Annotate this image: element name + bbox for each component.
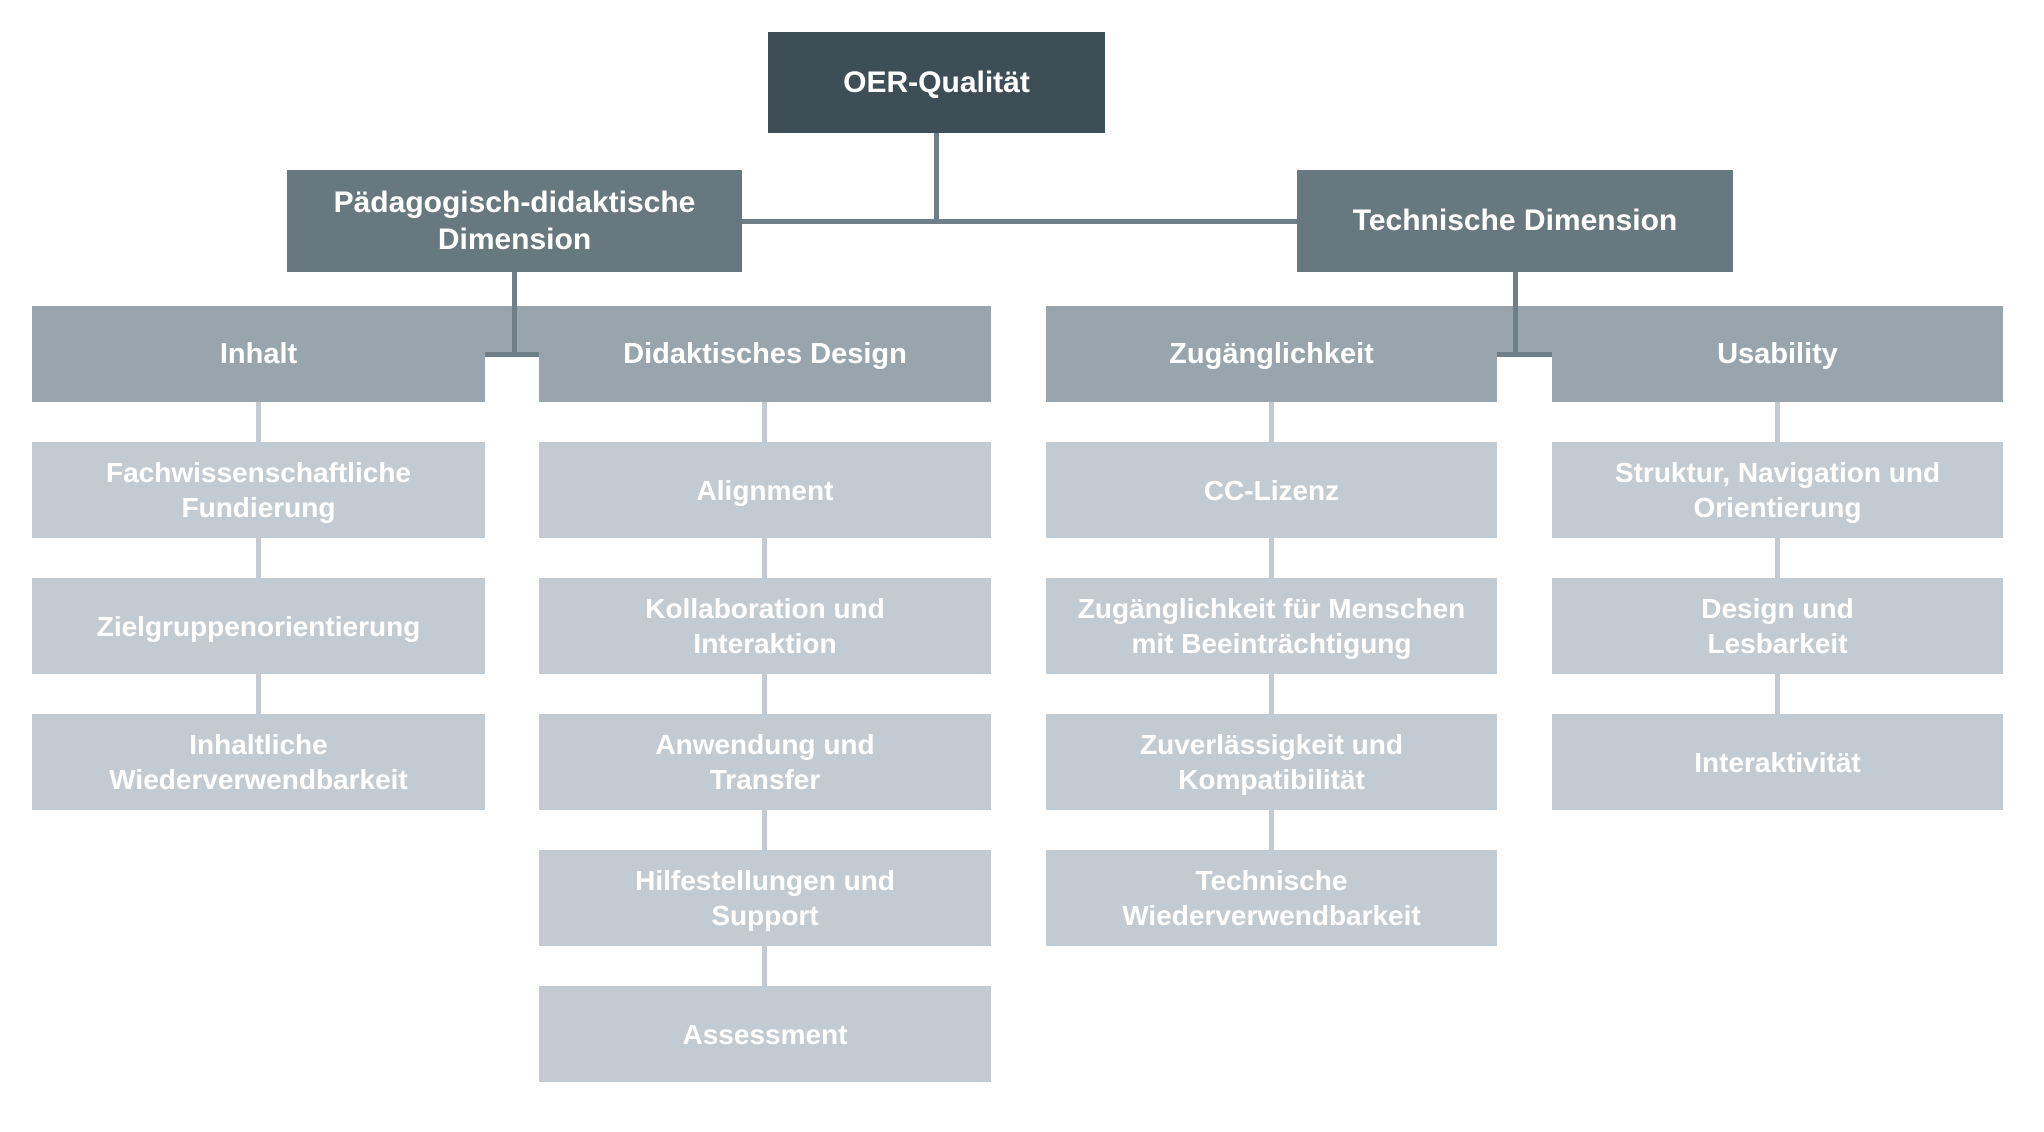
connector-column-usability: [1775, 402, 1780, 714]
dimension-node-technisch: Technische Dimension: [1297, 170, 1733, 272]
item-node-zugaenglichkeit-beeintraechtigung: Zugänglichkeit für Menschen mit Beeinträ…: [1046, 578, 1497, 674]
category-node-usability: Usability: [1552, 306, 2003, 402]
item-node-zuverlaessigkeit-kompatibilitaet: Zuverlässigkeit und Kompatibilität: [1046, 714, 1497, 810]
item-node-assessment: Assessment: [539, 986, 991, 1082]
category-node-inhalt: Inhalt: [32, 306, 485, 402]
connector-technisch-vertical: [1513, 272, 1518, 357]
category-node-didaktisches-design: Didaktisches Design: [539, 306, 991, 402]
connector-column-didaktisch: [762, 402, 767, 986]
item-node-fachwissenschaftliche-fundierung: Fachwissenschaftliche Fundierung: [32, 442, 485, 538]
item-node-anwendung-transfer: Anwendung und Transfer: [539, 714, 991, 810]
root-node-oer-qualitaet: OER-Qualität: [768, 32, 1105, 133]
item-node-zielgruppenorientierung: Zielgruppenorientierung: [32, 578, 485, 674]
item-node-alignment: Alignment: [539, 442, 991, 538]
connector-root-vertical: [934, 133, 939, 224]
connector-paedagogisch-vertical: [512, 272, 517, 357]
item-node-struktur-navigation-orientierung: Struktur, Navigation und Orientierung: [1552, 442, 2003, 538]
connector-technisch-horizontal: [1495, 352, 1554, 357]
item-node-kollaboration-interaktion: Kollaboration und Interaktion: [539, 578, 991, 674]
connector-dimensions-horizontal: [742, 219, 1297, 224]
item-node-interaktivitaet: Interaktivität: [1552, 714, 2003, 810]
dimension-node-paedagogisch-didaktisch: Pädagogisch-didaktische Dimension: [287, 170, 742, 272]
category-node-zugaenglichkeit: Zugänglichkeit: [1046, 306, 1497, 402]
connector-bridge-paedagogisch: [483, 306, 540, 357]
item-node-hilfestellungen-support: Hilfestellungen und Support: [539, 850, 991, 946]
item-node-design-lesbarkeit: Design und Lesbarkeit: [1552, 578, 2003, 674]
item-node-technische-wiederverwendbarkeit: Technische Wiederverwendbarkeit: [1046, 850, 1497, 946]
item-node-cc-lizenz: CC-Lizenz: [1046, 442, 1497, 538]
item-node-inhaltliche-wiederverwendbarkeit: Inhaltliche Wiederverwendbarkeit: [32, 714, 485, 810]
connector-column-inhalt: [256, 402, 261, 714]
connector-paedagogisch-horizontal: [483, 352, 540, 357]
connector-bridge-technisch: [1495, 306, 1554, 357]
